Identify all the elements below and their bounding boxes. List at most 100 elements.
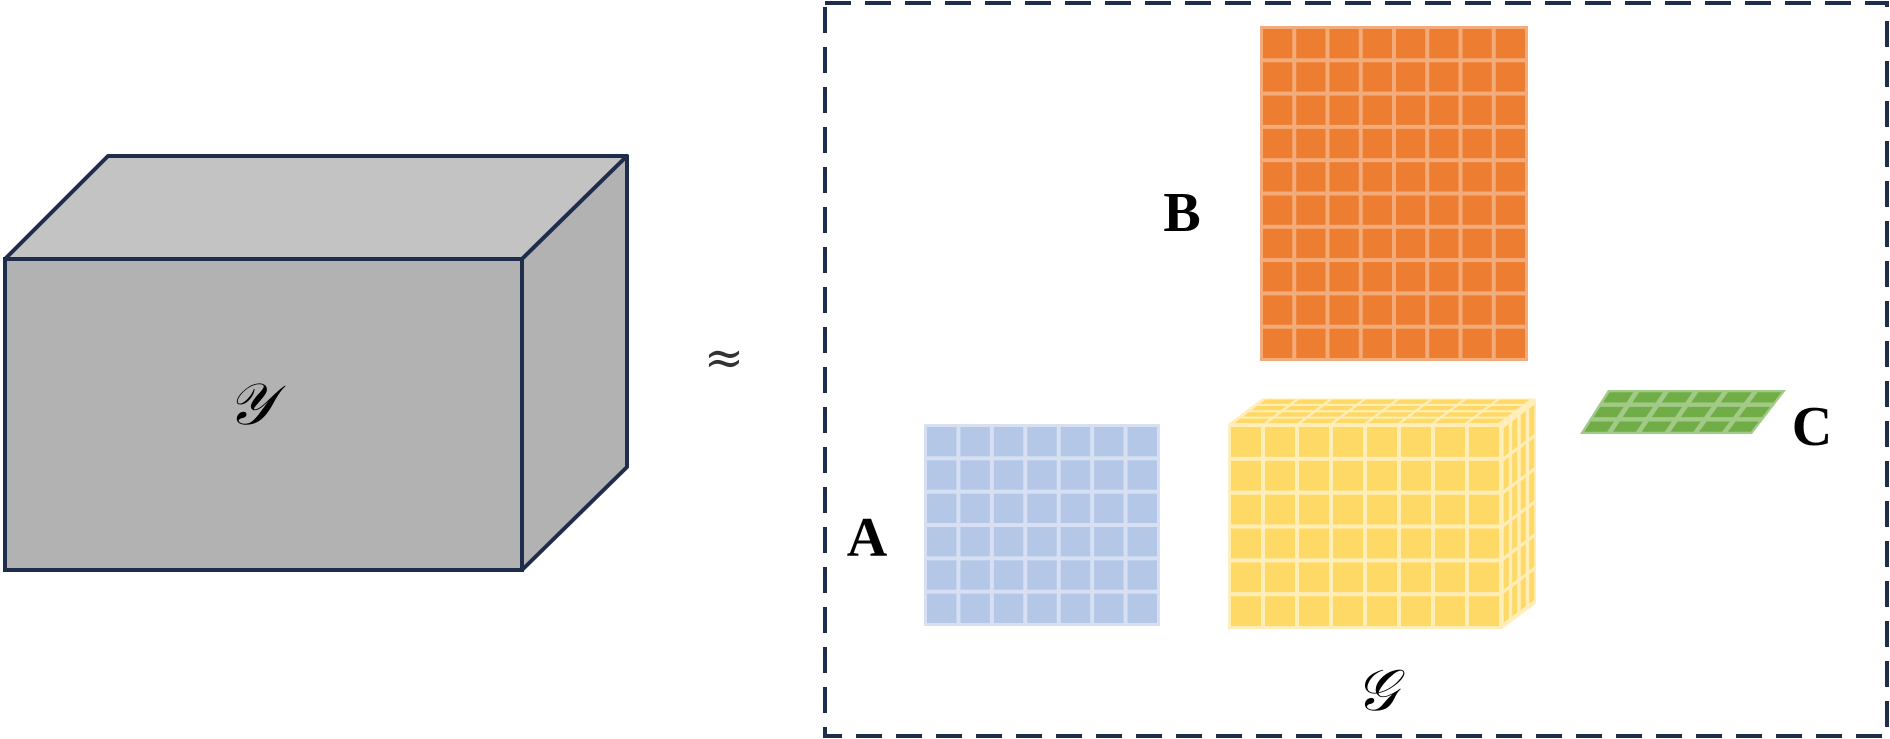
matrix-c-cell (1699, 421, 1730, 432)
matrix-a-cell (1060, 427, 1091, 457)
core-tensor-side-cell (1503, 490, 1509, 524)
core-tensor-front-cell (1231, 460, 1261, 491)
core-tensor-top-cell (1293, 399, 1329, 404)
core-tensor-front-cell (1333, 460, 1363, 491)
core-tensor-front-cell (1299, 528, 1329, 559)
matrix-a-cell (1127, 560, 1157, 590)
core-tensor-top-cell (1259, 399, 1296, 404)
core-tensor-top-cell (1351, 405, 1388, 411)
matrix-c-cell (1720, 392, 1752, 403)
core-tensor-front-cell (1299, 596, 1329, 626)
core-tensor-top-cell (1368, 418, 1404, 424)
matrix-b-cell (1296, 95, 1326, 125)
matrix-b-cell (1495, 62, 1525, 92)
matrix-b-cell (1495, 128, 1525, 159)
core-tensor-top-cell (1401, 418, 1438, 424)
matrix-a-cell (960, 527, 990, 557)
matrix-b-cell (1329, 162, 1359, 192)
matrix-b-cell (1296, 295, 1326, 325)
core-tensor-top-cell (1334, 418, 1371, 424)
matrix-b-cell (1495, 162, 1525, 192)
matrix-b-cell (1296, 162, 1326, 192)
core-tensor-front-cell (1401, 494, 1431, 525)
matrix-b-cell (1462, 295, 1492, 325)
matrix-c-cell (1632, 392, 1663, 403)
matrix-b-cell (1429, 128, 1459, 159)
core-tensor-front-background (1228, 424, 1502, 629)
core-tensor-top-cell (1251, 405, 1287, 411)
core-tensor-front-cell (1231, 528, 1261, 559)
core-tensor-front-cell (1367, 427, 1397, 457)
matrix-a-cell (1027, 460, 1057, 490)
core-tensor-top-cell (1485, 405, 1522, 411)
matrix-b-cell (1263, 195, 1293, 225)
matrix-b-cell (1329, 128, 1359, 159)
core-tensor-top-cell (1234, 418, 1270, 424)
core-tensor-front-cell (1435, 427, 1465, 457)
matrix-b-cell (1296, 128, 1326, 159)
matrix-b-cell (1329, 262, 1359, 292)
matrix-a-cell (1127, 427, 1157, 457)
decomposition-frame (823, 1, 1889, 738)
matrix-a-cell (993, 427, 1024, 457)
core-tensor-side-cell (1503, 589, 1509, 623)
core-tensor-front-cell (1299, 494, 1329, 525)
matrix-b-cell (1362, 262, 1392, 292)
matrix-a-cell (927, 560, 957, 590)
matrix-c-cell (1749, 392, 1782, 403)
core-tensor-top-face (1228, 398, 1536, 424)
matrix-b-cell (1362, 95, 1392, 125)
matrix-b-cell (1462, 62, 1492, 92)
matrix-c-cell (1603, 392, 1634, 403)
matrix-b-cell (1495, 228, 1525, 259)
matrix-a-cell (1094, 527, 1124, 557)
matrix-b-cell (1296, 328, 1326, 358)
matrix-b-cell (1329, 295, 1359, 325)
core-tensor-front-cell (1401, 460, 1431, 491)
core-tensor-front-cell (1401, 528, 1431, 559)
matrix-b-cell (1462, 262, 1492, 292)
core-tensor-top-cell (1267, 418, 1304, 424)
matrix-c-cell (1651, 406, 1683, 418)
core-tensor-top-cell (1343, 412, 1379, 417)
matrix-b-cell (1462, 95, 1492, 125)
matrix-b-cell (1462, 162, 1492, 192)
core-tensor-top-cell (1326, 399, 1363, 404)
core-tensor-side-cell (1529, 504, 1535, 538)
matrix-b-cell (1362, 328, 1392, 358)
core-tensor-side-cell (1512, 517, 1518, 551)
matrix-b-cell (1362, 162, 1392, 192)
matrix-b-cell (1495, 29, 1525, 59)
matrix-b-cell (1429, 295, 1459, 325)
factor-c-label: C (1792, 396, 1832, 458)
matrix-b-cell (1462, 328, 1492, 358)
matrix-a-cell (1027, 427, 1057, 457)
matrix-b-cell (1362, 29, 1392, 59)
matrix-c-cell (1612, 421, 1643, 432)
matrix-b-cell (1495, 328, 1525, 358)
matrix-b-cell (1329, 195, 1359, 225)
tensor-y-front-face (3, 257, 524, 572)
core-tensor-front-cell (1367, 460, 1397, 491)
tensor-y-top-face (3, 154, 629, 261)
matrix-a-cell (1127, 493, 1157, 523)
matrix-b-cell (1396, 95, 1426, 125)
matrix-b-cell (1396, 29, 1426, 59)
matrix-b-cell (1362, 295, 1392, 325)
core-tensor-front-cell (1265, 528, 1295, 559)
matrix-a-cell (1060, 593, 1091, 623)
matrix-b-cell (1296, 29, 1326, 59)
matrix-c-cell (1584, 421, 1614, 432)
core-tensor-side-cell (1512, 583, 1518, 617)
factor-matrix-c (1580, 390, 1786, 434)
matrix-b-cell (1429, 228, 1459, 259)
matrix-b-cell (1263, 262, 1293, 292)
matrix-a-cell (1094, 427, 1124, 457)
matrix-a-cell (1060, 460, 1091, 490)
core-tensor-top-cell (1427, 399, 1463, 404)
core-tensor-front-cell (1367, 596, 1397, 626)
core-tensor-front-cell (1469, 460, 1499, 491)
matrix-b-cell (1396, 128, 1426, 159)
core-tensor-top-cell (1418, 405, 1455, 411)
